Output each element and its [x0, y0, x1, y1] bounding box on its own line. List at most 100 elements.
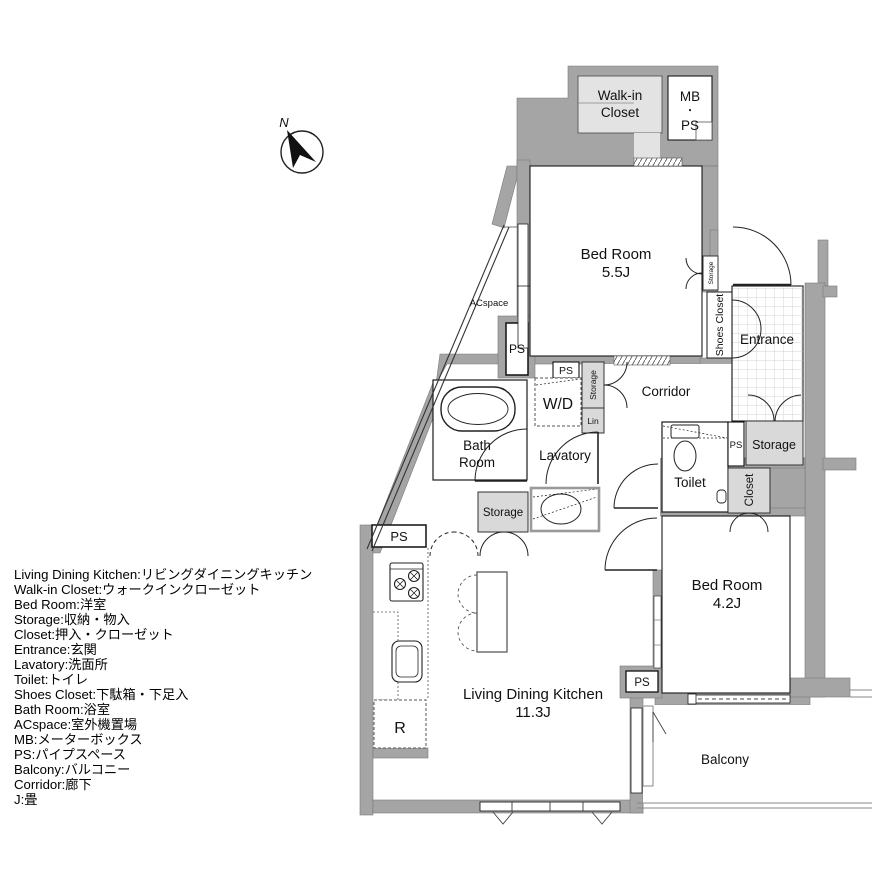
entrance-door-icon — [732, 226, 792, 287]
label-lavatory: Lavatory — [539, 448, 591, 463]
bedroom1-storage-door-arc — [685, 257, 703, 275]
legend-line: MB:メーターボックス — [14, 732, 143, 747]
box-closet — [727, 467, 771, 514]
room-labels: Walk-in Closet MB ・ PS Bed Room 5.5J ACs… — [390, 88, 796, 767]
label-bath-1: Bath — [463, 438, 491, 453]
room-balcony — [643, 705, 850, 803]
refrigerator-space — [373, 699, 427, 749]
closet-door-arc — [748, 512, 769, 533]
hatch-door-wic-fill — [634, 158, 682, 166]
hatch-door-bedroom1-fill — [614, 356, 670, 365]
legend-line: Entrance:玄関 — [14, 641, 97, 657]
entrance-storage-door-arc — [747, 394, 775, 422]
legend: Living Dining Kitchen:リビングダイニングキッチン Walk… — [14, 567, 312, 807]
label-storage-bedroom1: Storage — [708, 261, 715, 284]
label-toilet: Toilet — [674, 475, 706, 490]
label-storage-corridor: Storage — [588, 370, 598, 400]
window-endcap — [687, 693, 697, 705]
compass-north-label: N — [279, 115, 289, 130]
rooms — [432, 75, 850, 803]
legend-line: Walk-in Closet:ウォークインクローゼット — [14, 582, 260, 597]
label-corridor: Corridor — [642, 384, 691, 399]
corridor-storage-door-arc — [603, 384, 628, 409]
bedroom1-storage-door-arc — [685, 272, 703, 290]
wall-alcove-right — [817, 239, 829, 287]
shoes-closet-door-arc — [731, 328, 762, 359]
box-entrance-storage — [745, 420, 804, 466]
windows — [366, 223, 791, 825]
box-bedroom1-storage — [702, 255, 719, 291]
legend-line: Bath Room:浴室 — [14, 701, 110, 717]
label-wic-1: Walk-in — [598, 88, 643, 103]
fixtures — [373, 286, 872, 809]
label-bedroom2-size: 4.2J — [713, 595, 741, 612]
legend-line: Corridor:廊下 — [14, 776, 92, 792]
kitchen-sink-icon — [391, 640, 423, 683]
ldk-folding-door-arc — [429, 531, 455, 557]
label-storage-entrance: Storage — [752, 438, 796, 452]
entrance-storage-door-arc — [774, 394, 802, 422]
room-bedroom2 — [661, 515, 791, 694]
label-mb: MB — [680, 89, 700, 104]
label-refrigerator: R — [394, 720, 406, 737]
wall-diagonal-wedge — [491, 165, 518, 229]
window-ldk-balcony — [630, 707, 643, 794]
legend-line: Balcony:バルコニー — [14, 762, 130, 777]
legend-line: Bed Room:洋室 — [14, 596, 106, 612]
label-bath-2: Room — [459, 455, 495, 470]
box-ldk-storage — [477, 491, 529, 533]
window-flap — [492, 811, 514, 825]
label-wd: W/D — [543, 396, 573, 413]
legend-line: Closet:押入・クローゼット — [14, 627, 174, 642]
wall-balcony-top-block — [789, 677, 851, 698]
label-mb-ps: PS — [681, 118, 699, 133]
ldk-storage-door-arc — [503, 531, 529, 557]
compass-icon: N — [279, 115, 324, 174]
legend-line: Toilet:トイレ — [14, 672, 88, 687]
storage-boxes — [477, 255, 804, 533]
room-walk-in-closet — [577, 75, 663, 134]
corridor-storage-door-arc — [603, 361, 628, 386]
lavatory-sink-icon — [529, 486, 601, 533]
label-entrance: Entrance — [740, 332, 794, 347]
toilet-door-icon — [613, 463, 659, 509]
window-flap — [591, 811, 613, 825]
room-corridor-passage — [600, 458, 660, 545]
bath-door-icon — [474, 428, 528, 482]
lavatory-door-icon — [545, 431, 599, 485]
legend-line: ACspace:室外機置場 — [14, 716, 137, 732]
bathtub-icon — [440, 386, 516, 432]
toilet-icon — [662, 424, 728, 504]
box-lin — [581, 407, 605, 434]
legend-line: Storage:収納・物入 — [14, 612, 130, 627]
label-storage-ldk: Storage — [483, 507, 523, 519]
legend-line: PS:パイプスペース — [14, 747, 126, 762]
box-ps-toilet — [727, 421, 745, 467]
legend-line: Living Dining Kitchen:リビングダイニングキッチン — [14, 567, 312, 582]
box-ps-bedroom2 — [625, 670, 659, 693]
wall-kitchen-bottom — [372, 747, 429, 759]
balcony-edges — [637, 689, 872, 809]
label-ps-kitchen: PS — [390, 529, 408, 544]
wall-entrance-right — [804, 282, 826, 698]
kitchen-island-icon — [457, 571, 508, 653]
room-bedroom1 — [529, 165, 703, 357]
mb-ps-notch — [695, 121, 713, 141]
folding-doors — [613, 157, 683, 366]
window-bedroom2-left — [653, 595, 662, 669]
wall-ldk-left — [359, 524, 374, 816]
label-bedroom2-name: Bed Room — [692, 577, 763, 594]
room-shoes-closet — [706, 291, 733, 359]
closet-door-arc — [729, 512, 750, 533]
label-shoes-closet: Shoes Closet — [714, 294, 726, 357]
shoes-closet-door-arc — [731, 299, 762, 330]
label-ps-bedroom2: PS — [634, 677, 650, 689]
label-bedroom1-size: 5.5J — [602, 264, 630, 281]
label-ps-toilet: PS — [730, 440, 743, 451]
railing-inner — [371, 226, 510, 552]
doors — [429, 226, 802, 571]
label-ps-tall: PS — [509, 342, 525, 356]
label-wic-2: Closet — [601, 105, 640, 120]
label-balcony: Balcony — [701, 752, 749, 767]
